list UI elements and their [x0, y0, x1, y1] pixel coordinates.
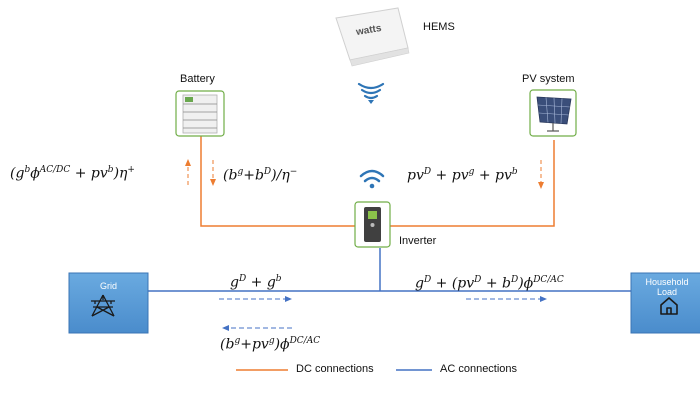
hems-device-icon — [335, 7, 410, 67]
arrow-into-battery — [185, 159, 191, 185]
arrow-out-of-pv — [538, 160, 544, 189]
wifi-icon — [359, 169, 385, 183]
arrow-to-load — [466, 296, 547, 302]
load-supply-expression: gD + (pvD + bD)ϕDC/AC — [415, 275, 564, 292]
pv-label: PV system — [522, 73, 575, 85]
load-label-line1: Household — [645, 277, 689, 287]
pv-output-expression: pvD + pvg + pvb — [407, 167, 518, 184]
battery-charge-expression: (gbϕAC/DC + pvb)η+ — [10, 165, 135, 182]
arrow-grid-import — [219, 296, 292, 302]
inverter-icon — [354, 201, 391, 248]
battery-label: Battery — [180, 73, 215, 85]
wireless-signal-icon — [357, 82, 385, 100]
wireless-signal-dot-icon — [368, 100, 374, 104]
load-label-line2: Load — [656, 287, 678, 297]
inverter-label: Inverter — [399, 235, 437, 247]
battery-discharge-expression: (bg+bD)/η− — [223, 167, 298, 184]
legend-ac-label: AC connections — [440, 363, 518, 375]
arrow-grid-export — [222, 325, 292, 331]
grid-import-expression: gD + gb — [230, 274, 282, 291]
dc-line-pv-inverter — [390, 140, 555, 227]
grid-label: Grid — [99, 281, 117, 291]
grid-export-expression: (bg+pvg)ϕDC/AC — [220, 336, 321, 353]
household-load-box — [630, 272, 700, 334]
legend-dc-label: DC connections — [296, 363, 374, 375]
grid-box — [68, 272, 149, 334]
dc-line-battery-inverter — [200, 135, 355, 227]
transmission-tower-icon — [91, 294, 115, 317]
pv-panel-icon — [529, 89, 577, 137]
arrow-out-of-battery — [210, 160, 216, 186]
house-icon — [660, 297, 678, 315]
wifi-dot-icon — [369, 183, 375, 189]
battery-icon — [175, 90, 225, 137]
hems-label: HEMS — [423, 21, 455, 33]
